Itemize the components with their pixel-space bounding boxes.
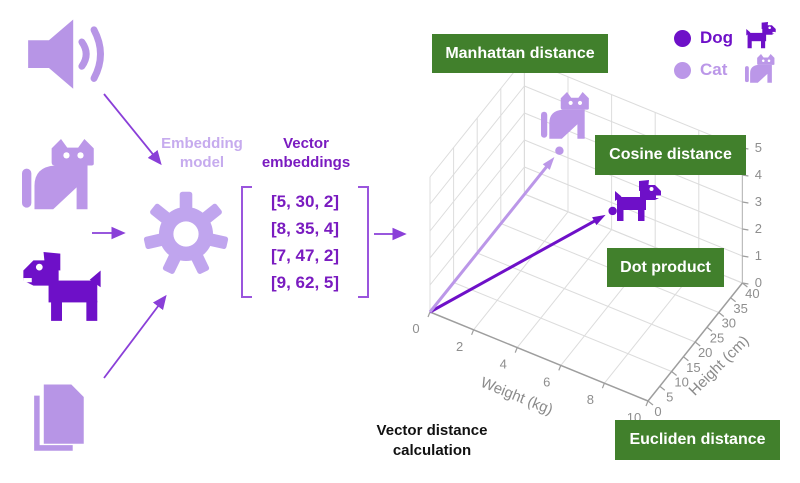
matrix-row: [9, 62, 5] <box>270 273 340 292</box>
dog-legend-label: Dog <box>700 28 734 47</box>
matrix-right-bracket <box>358 186 369 298</box>
dog-icon <box>16 252 108 336</box>
svg-text:10: 10 <box>674 375 688 390</box>
svg-text:4: 4 <box>755 167 762 182</box>
svg-text:15: 15 <box>686 360 700 375</box>
matrix-left-bracket <box>241 186 252 298</box>
svg-text:0: 0 <box>654 404 661 419</box>
svg-text:4: 4 <box>500 357 507 372</box>
cat-icon-plot <box>541 92 589 139</box>
manhattan-distance-label: Manhattan distance <box>432 34 608 73</box>
svg-text:0: 0 <box>755 275 762 290</box>
svg-text:5: 5 <box>666 389 673 404</box>
svg-text:25: 25 <box>710 330 724 345</box>
embedding-model-label: Embedding model <box>161 135 243 171</box>
cat-legend-label: Cat <box>700 60 728 79</box>
cosine-distance-label: Cosine distance <box>595 135 746 175</box>
svg-text:2: 2 <box>755 221 762 236</box>
matrix-row: [5, 30, 2] <box>270 192 340 211</box>
svg-text:6: 6 <box>543 374 550 389</box>
legend: Dog Cat <box>674 22 780 86</box>
svg-text:1: 1 <box>755 248 762 263</box>
svg-text:3: 3 <box>755 194 762 209</box>
svg-text:0: 0 <box>412 321 419 336</box>
svg-text:5: 5 <box>755 140 762 155</box>
embedding-matrix: [5, 30, 2] [8, 35, 4] [7, 47, 2] [9, 62,… <box>241 186 369 298</box>
cat-legend-dot <box>674 61 691 79</box>
svg-text:35: 35 <box>733 301 747 316</box>
speaker-icon <box>24 16 112 94</box>
svg-text:20: 20 <box>698 345 712 360</box>
svg-text:8: 8 <box>587 392 594 407</box>
euclidean-distance-label: Eucliden distance <box>615 420 780 460</box>
documents-icon <box>30 378 92 460</box>
dog-icon-legend <box>742 22 780 54</box>
arrow-docs-to-model <box>103 294 167 379</box>
plot-caption: Vector distance calculation <box>376 422 488 459</box>
gear-icon <box>141 188 231 280</box>
svg-text:40: 40 <box>745 286 759 301</box>
matrix-row: [7, 47, 2] <box>270 246 340 265</box>
dot-product-label: Dot product <box>607 248 724 287</box>
legend-row-dog: Dog <box>674 22 780 54</box>
matrix-row: [8, 35, 4] <box>270 219 340 238</box>
cat-icon <box>22 138 100 218</box>
vector-embeddings-title: Vector embeddings <box>261 135 351 171</box>
cat-icon-legend <box>742 54 780 86</box>
svg-text:2: 2 <box>456 339 463 354</box>
dog-legend-dot <box>674 29 691 47</box>
legend-row-cat: Cat <box>674 54 780 86</box>
svg-text:30: 30 <box>722 316 736 331</box>
